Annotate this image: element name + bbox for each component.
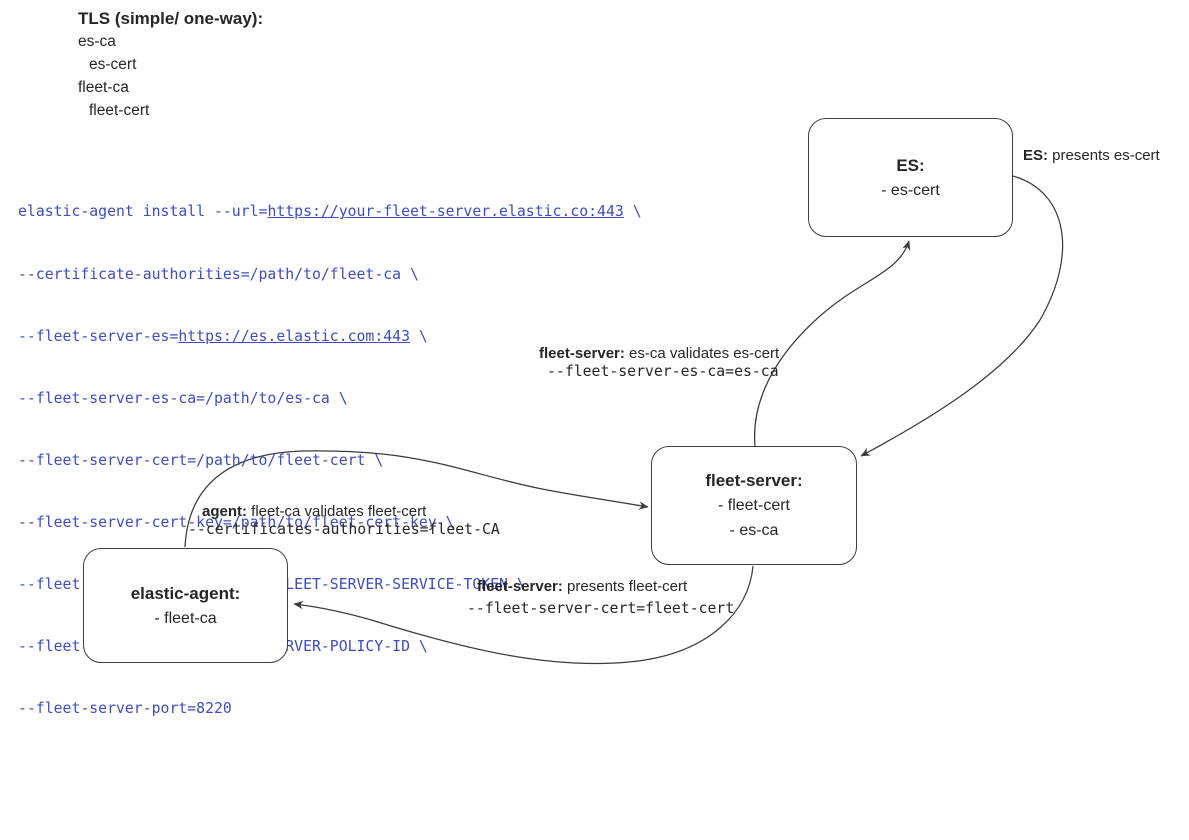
edge-label-text: fleet-ca validates fleet-cert (247, 503, 427, 520)
edge-label-bold: ES: (1023, 147, 1049, 164)
edge-label-bold: fleet-server: (539, 345, 625, 362)
node-item: - es-ca (729, 522, 779, 539)
edge-label-agent-validates: agent: fleet-ca validates fleet-cert (202, 503, 426, 520)
node-fleet-server: fleet-server: - fleet-cert - es-ca (651, 446, 857, 565)
command-line: --fleet-server-cert-key=/path/to/fleet-c… (18, 513, 455, 531)
command-line: --certificate-authorities=/path/to/fleet… (18, 265, 419, 283)
edge-label-agent-validates-flag: --certificates-authorities=fleet-CA (188, 521, 500, 538)
legend-item-es-ca: es-ca (78, 33, 116, 50)
legend-item-fleet-ca: fleet-ca (78, 79, 129, 96)
edge-label-text: es-ca validates es-cert (624, 345, 780, 362)
node-elastic-agent: elastic-agent: - fleet-ca (83, 548, 288, 663)
command-text: \ (409, 327, 428, 345)
command-line: --fleet-server-port=8220 (18, 700, 232, 718)
es-url-link[interactable]: https://es.elastic.com:443 (178, 327, 410, 345)
node-item: - fleet-ca (154, 609, 217, 627)
edge-label-fleet-validates: fleet-server: es-ca validates es-cert (539, 345, 779, 362)
legend-title: TLS (simple/ one-way): (78, 9, 264, 28)
edge-es-presents-es-cert (860, 175, 1064, 457)
legend-item-es-cert: es-cert (89, 56, 137, 73)
command-text: --fleet-server-es= (18, 327, 179, 345)
command-line: elastic-agent install --url=https://your… (18, 202, 642, 223)
edge-fleet-server-validates-es-cert (753, 240, 911, 447)
command-text: elastic-agent install --url= (18, 203, 268, 221)
command-text: \ (623, 203, 642, 221)
command-line: --fleet-server-cert=/path/to/fleet-cert … (18, 451, 384, 469)
edge-label-text: presents fleet-cert (562, 578, 688, 595)
edge-label-text: presents es-cert (1048, 147, 1160, 164)
edge-label-fleet-presents: fleet-server: presents fleet-cert (477, 578, 687, 595)
fleet-server-url-link[interactable]: https://your-fleet-server.elastic.co:443 (267, 203, 624, 221)
edge-label-bold: fleet-server: (477, 578, 563, 595)
edge-agent-validates-fleet-cert (184, 450, 649, 548)
install-command: elastic-agent install --url=https://your… (18, 161, 642, 761)
edge-label-bold: agent: (202, 503, 247, 520)
edge-label-fleet-presents-flag: --fleet-server-cert=fleet-cert (467, 600, 735, 617)
command-line: --fleet-server-es-ca=/path/to/es-ca \ (18, 389, 348, 407)
node-title: ES: (896, 155, 925, 175)
node-es: ES: - es-cert (808, 118, 1013, 237)
node-item: - fleet-cert (717, 497, 790, 514)
cert-legend: TLS (simple/ one-way): es-ca es-cert fle… (78, 7, 263, 122)
node-item: - es-cert (881, 181, 940, 199)
edge-label-es-presents: ES: presents es-cert (1023, 147, 1160, 164)
command-line: --fleet-server-es=https://es.elastic.com… (18, 327, 642, 348)
legend-item-fleet-cert: fleet-cert (89, 102, 150, 119)
node-title: fleet-server: (705, 471, 803, 490)
edge-fleet-server-presents-fleet-cert (293, 565, 754, 665)
edge-label-fleet-validates-flag: --fleet-server-es-ca=es-ca (547, 363, 779, 380)
node-title: elastic-agent: (130, 583, 241, 603)
